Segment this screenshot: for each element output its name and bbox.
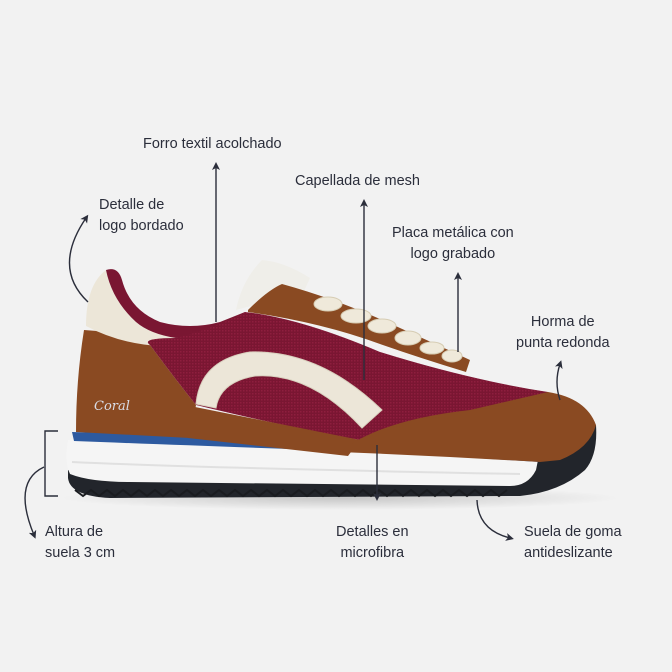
toe-cap bbox=[340, 392, 596, 462]
arrow-altura bbox=[24, 466, 45, 539]
label-forro-textil: Forro textil acolchado bbox=[143, 136, 282, 152]
label-altura-suela: Altura de suela 3 cm bbox=[45, 524, 116, 561]
mesh-upper bbox=[147, 312, 548, 440]
laces bbox=[313, 296, 463, 363]
label-placa-metalica: Placa metálica con logo grabado bbox=[392, 225, 514, 262]
arrow-logo-bordado bbox=[68, 214, 89, 303]
label-microfibra: Detalles en microfibra bbox=[336, 524, 409, 561]
heel-suede bbox=[76, 330, 196, 438]
brand-logo: Coral bbox=[94, 399, 130, 414]
arrow-horma bbox=[554, 360, 563, 401]
label-suela-goma: Suela de goma antideslizante bbox=[524, 524, 622, 561]
side-stripe bbox=[195, 351, 383, 429]
arrow-suela bbox=[476, 499, 514, 541]
label-logo-bordado: Detalle de logo bordado bbox=[99, 197, 184, 234]
heel-collar bbox=[86, 270, 176, 346]
midfoot-suede bbox=[188, 406, 360, 456]
height-bracket bbox=[44, 430, 58, 497]
label-horma: Horma de punta redonda bbox=[516, 314, 610, 351]
label-capellada: Capellada de mesh bbox=[295, 173, 420, 189]
collar-lining bbox=[106, 269, 245, 338]
eyestay bbox=[248, 284, 470, 372]
tread-pattern bbox=[74, 488, 508, 498]
